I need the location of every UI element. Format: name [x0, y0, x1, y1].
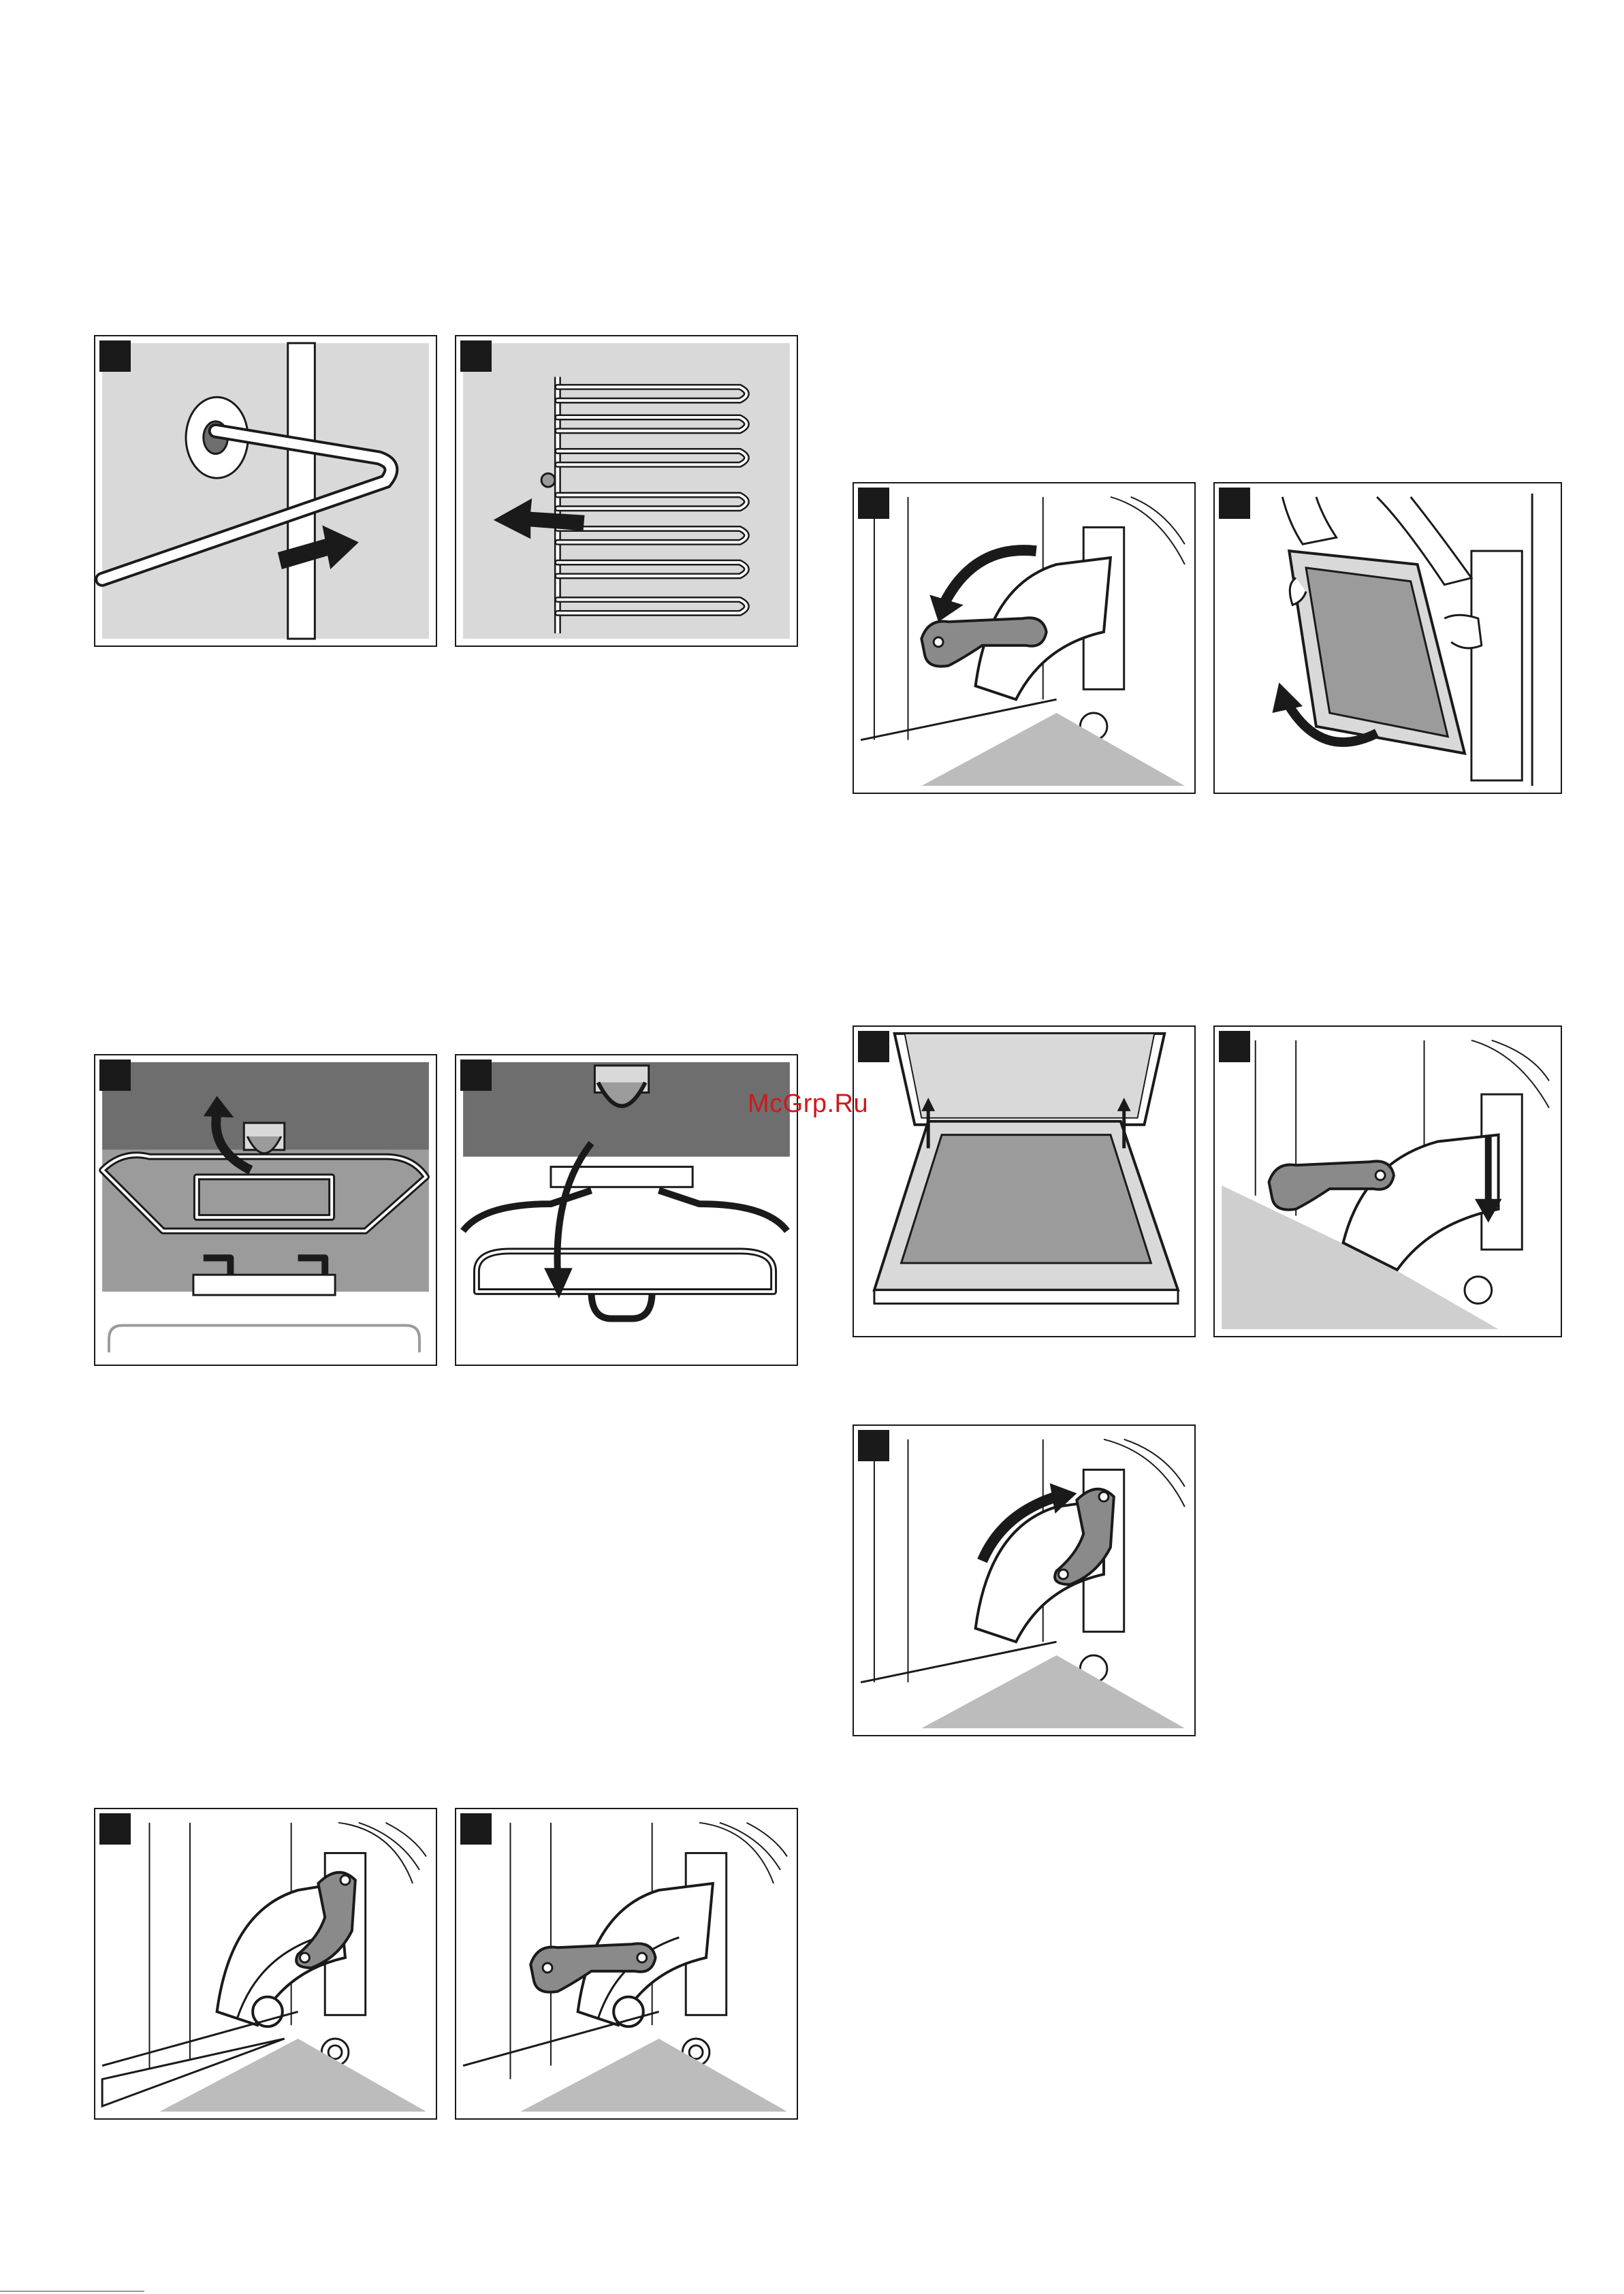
figure-panel-5 — [94, 1808, 437, 2120]
illustration-shelf-support-remove — [456, 336, 797, 646]
figure-panel-6 — [455, 1808, 798, 2120]
step-number-badge — [1219, 1031, 1250, 1062]
illustration-shelf-support-release — [95, 336, 436, 646]
illustration-hinge-slot-insert — [1215, 1027, 1561, 1336]
figure-panel-11 — [853, 1424, 1196, 1736]
watermark-text: McGrp.Ru — [748, 1089, 868, 1119]
figure-panel-2 — [455, 335, 798, 647]
step-number-badge — [460, 1813, 492, 1845]
step-number-badge — [99, 1060, 131, 1091]
step-number-badge — [460, 1060, 492, 1091]
figure-panel-8 — [1213, 482, 1562, 794]
figure-panel-3 — [94, 1054, 437, 1366]
step-number-badge — [99, 1813, 131, 1845]
figure-panel-1 — [94, 335, 437, 647]
step-number-badge — [858, 1430, 889, 1461]
step-number-badge — [99, 340, 131, 372]
step-number-badge — [858, 488, 889, 519]
step-number-badge — [460, 340, 492, 372]
figure-panel-7 — [853, 482, 1196, 794]
figure-panel-9 — [853, 1025, 1196, 1337]
illustration-hinge-lever-close — [854, 1426, 1194, 1735]
illustration-door-reinsert — [854, 1027, 1194, 1336]
illustration-hinge-lever-fold — [854, 483, 1194, 793]
illustration-rail-attach — [456, 1055, 797, 1365]
illustration-hinge-lever-open — [456, 1809, 797, 2118]
illustration-hinge-lever-closed — [95, 1809, 436, 2118]
page-corner-rule — [0, 2291, 144, 2292]
figure-panel-4 — [455, 1054, 798, 1366]
illustration-door-lift-off — [1215, 483, 1561, 793]
illustration-rail-detach — [95, 1055, 436, 1365]
step-number-badge — [1219, 488, 1250, 519]
step-number-badge — [858, 1031, 889, 1062]
figure-panel-10 — [1213, 1025, 1562, 1337]
